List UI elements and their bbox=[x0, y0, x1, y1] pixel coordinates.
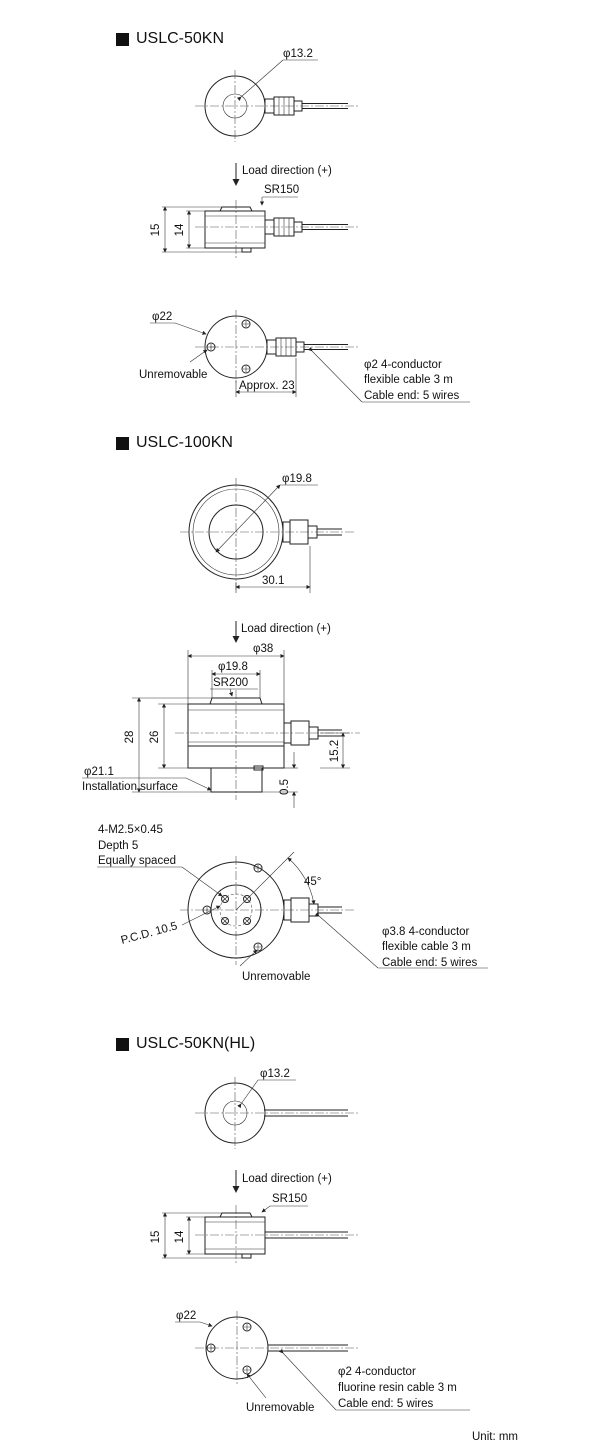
s3-load-label: Load direction (+) bbox=[242, 1173, 332, 1185]
square-bullet-icon bbox=[116, 1037, 129, 1051]
unit-label: Unit: mm bbox=[472, 1431, 518, 1443]
s3-dia-top-label: φ13.2 bbox=[260, 1068, 290, 1080]
section-title: USLC-50KN bbox=[136, 30, 225, 47]
s1-dia-top-label: φ13.2 bbox=[283, 48, 313, 60]
s2-cable-line2: flexible cable 3 m bbox=[382, 941, 471, 953]
s1-top-view bbox=[195, 59, 358, 142]
s2-bottom-view bbox=[97, 851, 488, 969]
s3-dia22-label: φ22 bbox=[176, 1310, 196, 1322]
s1-load-label: Load direction (+) bbox=[242, 165, 332, 177]
s2-thread-line3: Equally spaced bbox=[98, 855, 176, 867]
s1-height-14: 14 bbox=[174, 223, 186, 236]
s2-height-28: 28 bbox=[124, 731, 136, 744]
s2-height-26: 26 bbox=[149, 731, 161, 744]
s2-angle-label: 45° bbox=[304, 876, 321, 888]
s1-dia22-label: φ22 bbox=[152, 311, 172, 323]
s3-top-view bbox=[195, 1077, 358, 1149]
s3-bottom-view bbox=[175, 1311, 470, 1411]
s1-cable-line1: φ2 4-conductor bbox=[364, 359, 442, 371]
s2-height-152: 15.2 bbox=[329, 740, 341, 762]
s3-cable-line1: φ2 4-conductor bbox=[338, 1366, 416, 1378]
s2-dia38-label: φ38 bbox=[253, 643, 273, 655]
s2-dia198-label: φ19.8 bbox=[218, 661, 248, 673]
s1-height-15: 15 bbox=[150, 224, 162, 237]
s2-unremovable-label: Unremovable bbox=[242, 971, 310, 983]
s3-cable-line3: Cable end: 5 wires bbox=[338, 1398, 433, 1410]
s1-cable-line2: flexible cable 3 m bbox=[364, 374, 453, 386]
s2-height-05: 0.5 bbox=[279, 779, 291, 795]
s2-side-view bbox=[82, 650, 360, 808]
s2-length-label: 30.1 bbox=[262, 575, 284, 587]
s1-cable-line3: Cable end: 5 wires bbox=[364, 390, 459, 402]
s2-dia-top-label: φ19.8 bbox=[282, 473, 312, 485]
section-heading-uslc-100kn: USLC-100KN bbox=[116, 434, 233, 452]
s2-load-label: Load direction (+) bbox=[241, 623, 331, 635]
s3-unremovable-label: Unremovable bbox=[246, 1402, 314, 1414]
s3-height-14: 14 bbox=[174, 1230, 186, 1243]
s2-pcd-label: P.C.D. 10.5 bbox=[120, 920, 179, 947]
section-heading-uslc-50kn-hl: USLC-50KN(HL) bbox=[116, 1035, 255, 1053]
s2-cable-line3: Cable end: 5 wires bbox=[382, 957, 477, 969]
s2-install-label: Installation surface bbox=[82, 781, 178, 793]
section-title: USLC-100KN bbox=[136, 434, 233, 451]
s2-top-view bbox=[180, 478, 355, 593]
s2-thread-line2: Depth 5 bbox=[98, 840, 138, 852]
s2-sr-label: SR200 bbox=[213, 677, 248, 689]
s1-bottom-view bbox=[150, 310, 470, 403]
s3-sr-label: SR150 bbox=[272, 1193, 307, 1205]
s3-side-view bbox=[162, 1205, 358, 1265]
section-title: USLC-50KN(HL) bbox=[136, 1035, 256, 1052]
s2-thread-line1: 4-M2.5×0.45 bbox=[98, 824, 163, 836]
s1-approx-label: Approx. 23 bbox=[239, 380, 295, 392]
s3-height-15: 15 bbox=[150, 1231, 162, 1244]
section-heading-uslc-50kn: USLC-50KN bbox=[116, 30, 224, 48]
s3-cable-line2: fluorine resin cable 3 m bbox=[338, 1382, 457, 1394]
s1-side-view bbox=[162, 196, 358, 258]
square-bullet-icon bbox=[116, 32, 129, 46]
s1-sr-label: SR150 bbox=[264, 184, 299, 196]
s2-cable-line1: φ3.8 4-conductor bbox=[382, 926, 470, 938]
s1-unremovable-label: Unremovable bbox=[139, 369, 207, 381]
square-bullet-icon bbox=[116, 436, 129, 450]
s2-dia211-label: φ21.1 bbox=[84, 766, 114, 778]
